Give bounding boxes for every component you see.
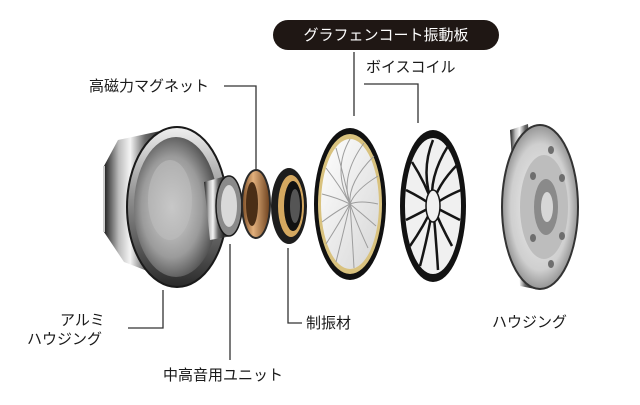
midrange-unit-part [204, 175, 243, 240]
aluminum-housing-label-line2: ハウジング [27, 330, 103, 348]
aluminum-housing-part [103, 126, 228, 288]
midrange-unit-label: 中高音用ユニット [163, 366, 284, 384]
graphene-diaphragm-label: グラフェンコート振動板 [273, 20, 499, 50]
voice-coil-part [400, 130, 466, 282]
damper-label: 制振材 [306, 314, 352, 332]
voice-coil-label: ボイスコイル [366, 58, 456, 76]
housing-label: ハウジング [492, 313, 568, 331]
aluminum-housing-label-line1: アルミ [60, 311, 105, 329]
rear-housing-part [501, 124, 579, 290]
diaphragm-part [314, 128, 386, 280]
leader-lines [128, 52, 419, 360]
magnet-part [241, 169, 271, 239]
magnet-label: 高磁力マグネット [89, 77, 210, 95]
damper-part [271, 168, 307, 244]
